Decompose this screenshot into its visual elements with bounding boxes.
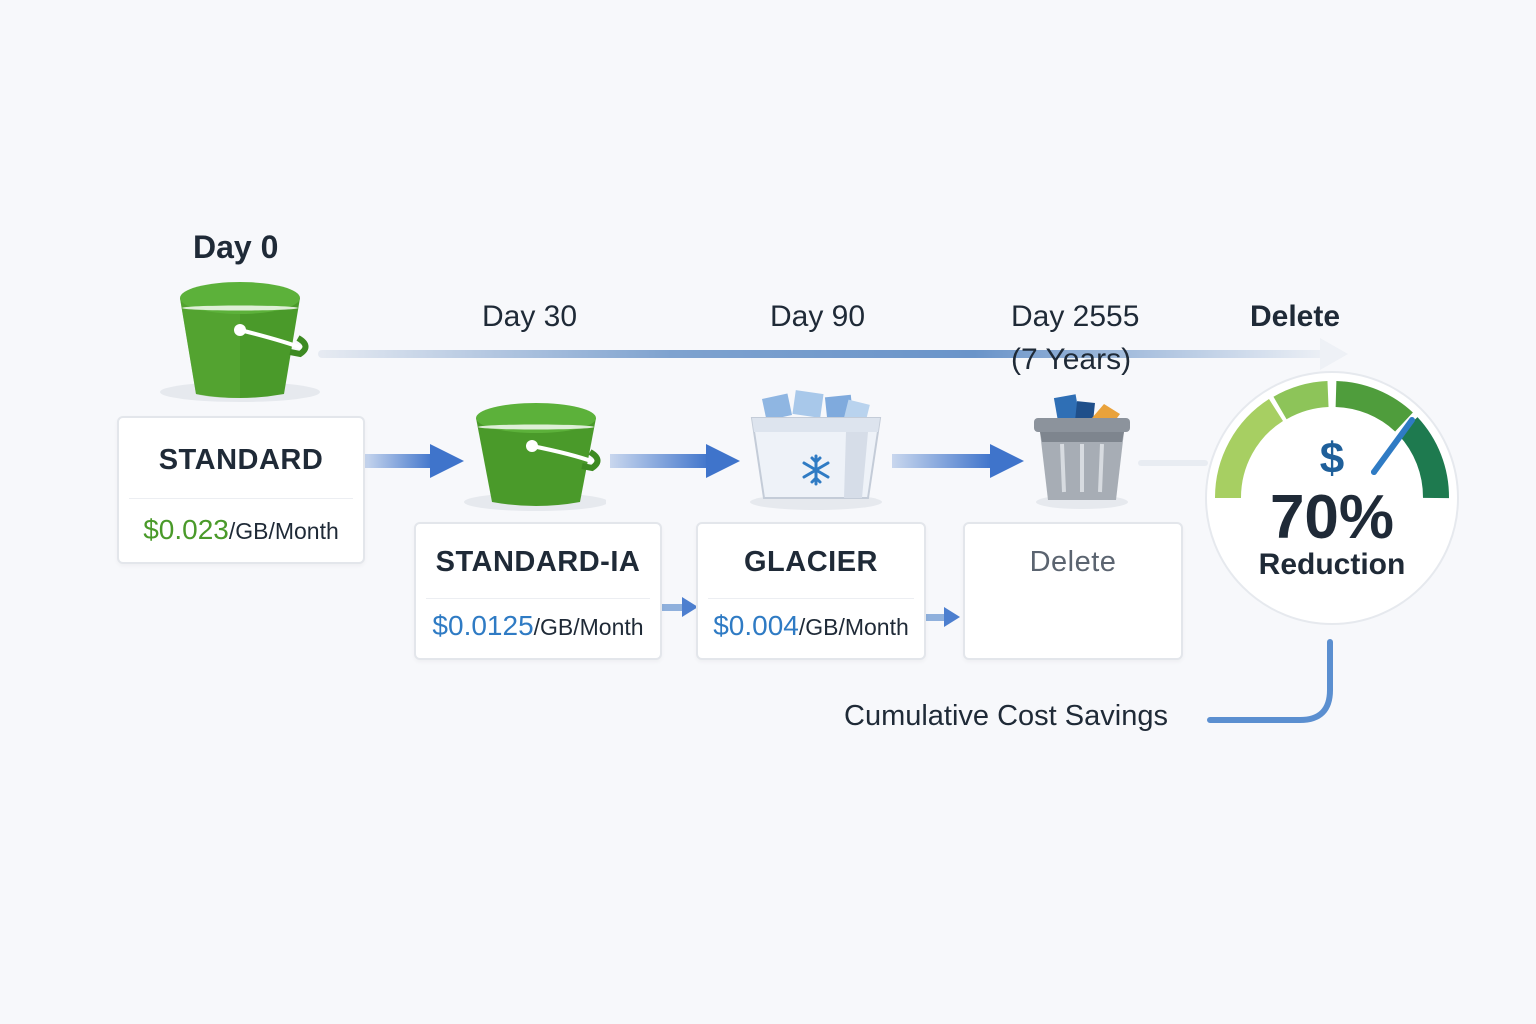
reduction-label: Reduction	[1258, 548, 1406, 581]
arrow-small-ia-to-glacier	[660, 597, 698, 617]
timeline-arrow	[318, 338, 1348, 370]
label-day-30: Day 30	[482, 300, 578, 333]
savings-connector	[1207, 639, 1333, 723]
price-unit: /GB/Month	[533, 614, 644, 640]
glacier-ice-box-icon	[750, 390, 882, 510]
cumulative-savings-label: Cumulative Cost Savings	[844, 700, 1168, 732]
tier-name: GLACIER	[744, 546, 878, 578]
tier-card-standard: STANDARD $0.023/GB/Month	[117, 416, 365, 564]
card-divider	[708, 598, 914, 599]
price-amount: $0.0125	[432, 610, 534, 641]
tier-name: Delete	[1029, 546, 1117, 578]
tier-price: $0.023/GB/Month	[119, 514, 363, 546]
card-divider	[129, 498, 353, 499]
reduction-percent: 70%	[1269, 483, 1395, 552]
gauge-needle	[1371, 417, 1415, 475]
label-day-90: Day 90	[770, 300, 866, 333]
card-divider	[426, 598, 650, 599]
snowflake-icon	[802, 454, 830, 486]
savings-gauge: $ 70% Reduction	[1204, 370, 1460, 626]
arrow-small-glacier-to-delete	[926, 607, 960, 627]
tier-name: STANDARD-IA	[435, 546, 641, 578]
label-day-0: Day 0	[193, 229, 279, 265]
tier-name: STANDARD	[158, 444, 324, 476]
tier-card-delete: Delete	[963, 522, 1183, 660]
gauge-dial	[1205, 371, 1459, 625]
arrow-ia-to-glacier	[610, 444, 740, 478]
tier-card-standard-ia: STANDARD-IA $0.0125/GB/Month	[414, 522, 662, 660]
price-unit: /GB/Month	[798, 614, 909, 640]
arrow-glacier-to-delete	[892, 444, 1024, 478]
label-day-2555: Day 2555	[1011, 300, 1140, 333]
trash-can-icon	[1034, 394, 1130, 509]
price-unit: /GB/Month	[228, 518, 339, 544]
price-amount: $0.004	[713, 610, 799, 641]
gauge-arcs	[1214, 381, 1450, 499]
tier-price: $0.0125/GB/Month	[416, 610, 660, 642]
tier-price: $0.004/GB/Month	[698, 610, 924, 642]
dollar-icon: $	[1319, 434, 1345, 483]
tier-card-glacier: GLACIER $0.004/GB/Month	[696, 522, 926, 660]
connector-to-gauge	[1138, 460, 1208, 466]
label-delete: Delete	[1250, 300, 1341, 333]
bucket-icon	[464, 403, 606, 511]
price-amount: $0.023	[143, 514, 229, 545]
label-7-years: (7 Years)	[1011, 343, 1132, 376]
bucket-icon	[160, 282, 320, 402]
arrow-standard-to-ia	[364, 444, 464, 478]
